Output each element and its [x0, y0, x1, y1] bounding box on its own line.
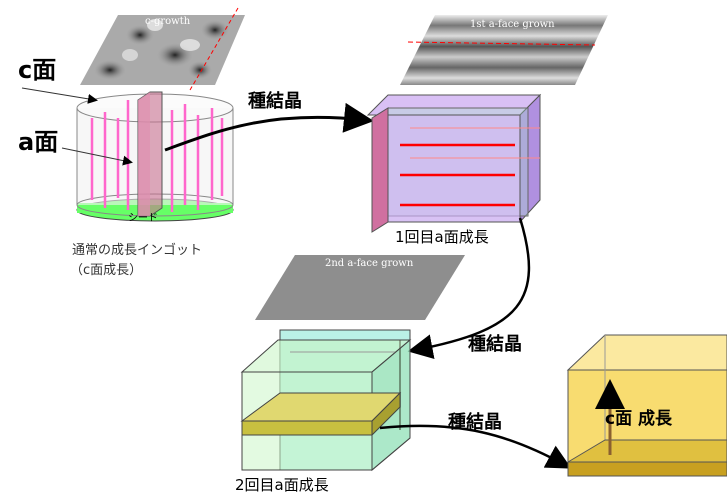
ingot-caption-line2: （c面成長）	[70, 263, 142, 278]
arrow-to-second-growth	[407, 217, 531, 360]
c-face-label: c面	[18, 56, 56, 84]
seed-label: シード	[128, 213, 158, 224]
first-growth-caption: 1回目a面成長	[395, 228, 489, 246]
first-growth-cube	[366, 93, 542, 233]
seed-crystal-label-1: 種結晶	[248, 90, 302, 112]
c-axis-lines	[90, 100, 224, 212]
arrow-to-c-growth	[379, 424, 572, 469]
second-a-face-image-label: 2nd a-face grown	[325, 258, 414, 269]
c-growth-label: c面 成長	[605, 408, 673, 429]
second-growth-caption: 2回目a面成長	[235, 476, 329, 494]
ingot-cylinder	[76, 91, 234, 222]
second-a-face-image-panel: 2nd a-face grown	[255, 255, 465, 320]
seed-crystal-label-2: 種結晶	[468, 333, 522, 355]
first-a-face-image-panel: 1st a-face grown	[400, 15, 608, 85]
c-growth-image-label: c-growth	[145, 16, 191, 27]
c-growth-cube	[566, 334, 727, 477]
ingot-caption-line1: 通常の成長インゴット	[72, 242, 202, 258]
c-growth-image-panel: c-growth	[80, 7, 245, 91]
arrow-to-first-growth	[164, 102, 374, 152]
first-a-face-image-label: 1st a-face grown	[470, 19, 555, 30]
second-growth-cube	[240, 329, 412, 472]
seed-crystal-label-3: 種結晶	[448, 411, 502, 433]
a-face-label: a面	[18, 128, 58, 156]
